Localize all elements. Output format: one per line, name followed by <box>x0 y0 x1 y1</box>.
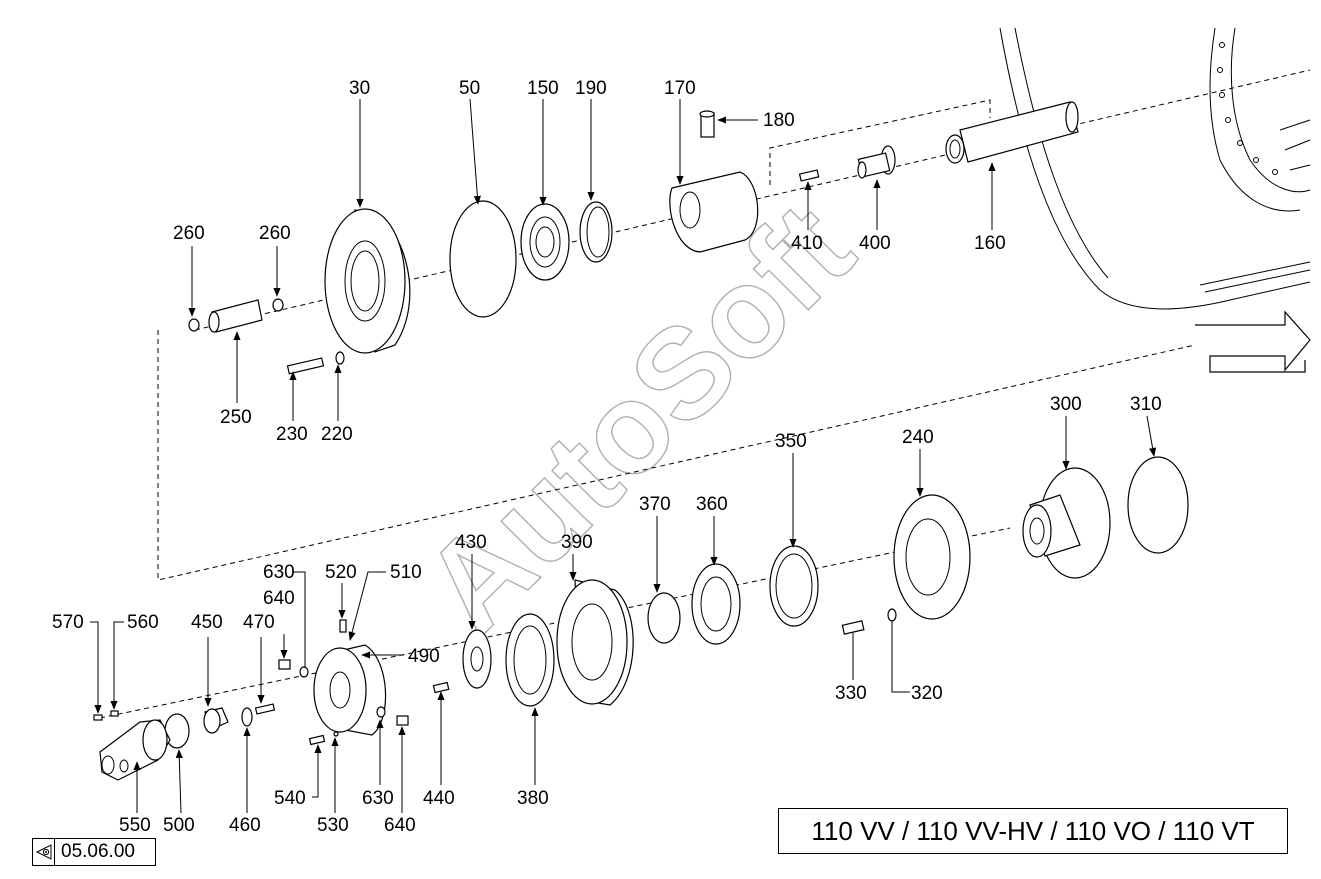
page-ref-number: 05.06.00 <box>61 841 135 862</box>
bolt-circle-holes <box>1217 42 1278 175</box>
label-500: 500 <box>163 815 195 836</box>
label-640-upper: 640 <box>263 588 295 609</box>
part-360 <box>691 563 741 645</box>
label-250: 250 <box>220 407 252 428</box>
label-560: 560 <box>127 612 159 633</box>
label-640-lower: 640 <box>384 815 416 836</box>
label-300: 300 <box>1050 394 1082 415</box>
part-180-screw <box>699 110 715 138</box>
label-410: 410 <box>791 233 823 254</box>
direction-arrow <box>1195 310 1311 373</box>
label-370: 370 <box>639 494 671 515</box>
part-300 <box>1022 467 1111 579</box>
part-330-bolt <box>841 620 865 635</box>
part-370 <box>647 592 681 644</box>
part-540-bolt <box>308 734 326 746</box>
part-260-left <box>188 318 200 332</box>
label-490: 490 <box>408 646 440 667</box>
part-380 <box>505 613 555 707</box>
part-530 <box>333 731 339 737</box>
part-170 <box>669 171 759 253</box>
label-630-upper: 630 <box>263 562 295 583</box>
part-520 <box>339 619 347 633</box>
label-350: 350 <box>775 431 807 452</box>
label-260-right: 260 <box>259 223 291 244</box>
part-640-lower <box>396 715 409 726</box>
part-630-lower <box>376 706 386 718</box>
label-380: 380 <box>517 788 549 809</box>
part-440-bolt <box>432 681 450 694</box>
label-400: 400 <box>859 233 891 254</box>
connector-line-right <box>769 99 991 185</box>
page-reference: 05.06.00 <box>32 838 156 866</box>
label-540: 540 <box>274 788 306 809</box>
part-220-washer <box>335 351 345 365</box>
label-390: 390 <box>561 532 593 553</box>
label-630-lower: 630 <box>362 788 394 809</box>
label-180: 180 <box>763 110 795 131</box>
leader-lines <box>90 98 1157 814</box>
part-320-washer <box>887 608 897 622</box>
label-160: 160 <box>974 233 1006 254</box>
label-310: 310 <box>1130 394 1162 415</box>
shaft-160 <box>945 101 1079 164</box>
part-150 <box>520 203 570 281</box>
label-430: 430 <box>455 532 487 553</box>
label-220: 220 <box>321 424 353 445</box>
eye-view-icon <box>33 839 55 865</box>
part-310 <box>1127 456 1189 554</box>
position-labels: 30 50 150 190 170 180 260 260 410 400 16… <box>52 78 1162 836</box>
part-240 <box>893 494 971 620</box>
part-50 <box>449 200 517 318</box>
part-390 <box>556 579 634 706</box>
part-550-motor <box>99 719 171 781</box>
label-460: 460 <box>229 815 261 836</box>
label-530: 530 <box>317 815 349 836</box>
label-50: 50 <box>459 78 480 99</box>
label-550: 550 <box>119 815 151 836</box>
connector-line-left <box>157 330 1196 581</box>
part-450 <box>203 707 229 734</box>
part-30 <box>324 208 411 354</box>
model-title-box: 110 VV / 110 VV-HV / 110 VO / 110 VT <box>778 808 1288 854</box>
label-360: 360 <box>696 494 728 515</box>
part-640-upper <box>278 659 291 670</box>
part-470-bolt <box>254 703 276 715</box>
lower-axis-line <box>99 527 1011 719</box>
part-230-bolt <box>286 357 325 375</box>
label-320: 320 <box>911 683 943 704</box>
part-630-upper <box>299 666 309 678</box>
label-240: 240 <box>902 427 934 448</box>
label-520: 520 <box>325 562 357 583</box>
part-560 <box>110 710 119 717</box>
model-title: 110 VV / 110 VV-HV / 110 VO / 110 VT <box>811 816 1255 846</box>
part-260-right <box>272 298 284 312</box>
label-30: 30 <box>349 78 370 99</box>
label-260-left: 260 <box>173 223 205 244</box>
drum-housing <box>999 27 1311 310</box>
part-460 <box>241 707 253 727</box>
part-190 <box>579 201 613 263</box>
label-570: 570 <box>52 612 84 633</box>
part-410 <box>798 169 820 182</box>
part-490 <box>313 644 387 736</box>
label-450: 450 <box>191 612 223 633</box>
label-230: 230 <box>276 424 308 445</box>
label-190: 190 <box>575 78 607 99</box>
label-470: 470 <box>243 612 275 633</box>
part-430 <box>462 629 492 689</box>
part-570 <box>93 714 103 721</box>
label-150: 150 <box>527 78 559 99</box>
part-400 <box>857 145 896 179</box>
part-350 <box>769 545 819 627</box>
label-170: 170 <box>664 78 696 99</box>
label-440: 440 <box>423 788 455 809</box>
part-250-pin <box>208 299 263 333</box>
label-330: 330 <box>835 683 867 704</box>
label-510: 510 <box>390 562 422 583</box>
